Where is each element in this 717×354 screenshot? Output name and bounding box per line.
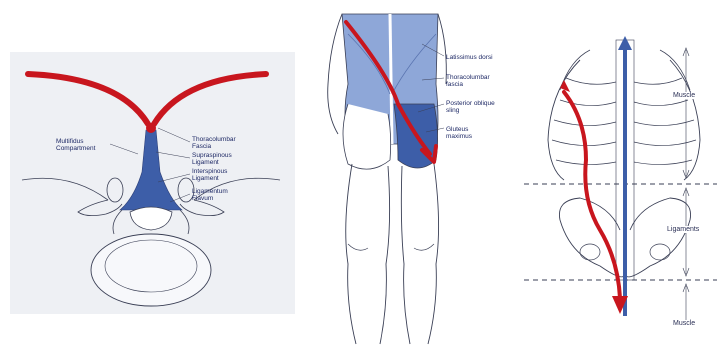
ribcage-pelvis-illustration: [520, 30, 717, 350]
ligaments-zone-label: Ligaments: [666, 226, 700, 233]
muscle-ligament-zones-panel: Muscle Ligaments Muscle: [520, 30, 717, 350]
latissimus-dorsi-label: Latissimus dorsi: [446, 54, 496, 61]
thoracolumbar-fascia-label: Thoracolumbar Fascia: [192, 136, 246, 150]
multifidus-compartment-label: Multifidus Compartment: [56, 138, 108, 152]
muscle-zone-bottom-label: Muscle: [672, 320, 696, 327]
spine-cross-section-illustration: [10, 52, 295, 314]
ligamentum-flavum-label: Ligamentum Flavum: [192, 188, 246, 202]
interspinous-ligament-label: Interspinous Ligament: [192, 168, 246, 182]
gluteus-maximus-label: Gluteus maximus: [446, 126, 496, 140]
posterior-oblique-sling-panel: Latissimus dorsi Thoracolumbar fascia Po…: [318, 4, 498, 350]
supraspinous-ligament-label: Supraspinous Ligament: [192, 152, 246, 166]
posterior-oblique-sling-label: Posterior oblique sling: [446, 100, 496, 114]
thoracolumbar-fascia-label: Thoracolumbar fascia: [446, 74, 496, 88]
spine-cross-section-panel: Thoracolumbar Fascia Supraspinous Ligame…: [10, 52, 295, 314]
muscle-zone-top-label: Muscle: [672, 92, 696, 99]
